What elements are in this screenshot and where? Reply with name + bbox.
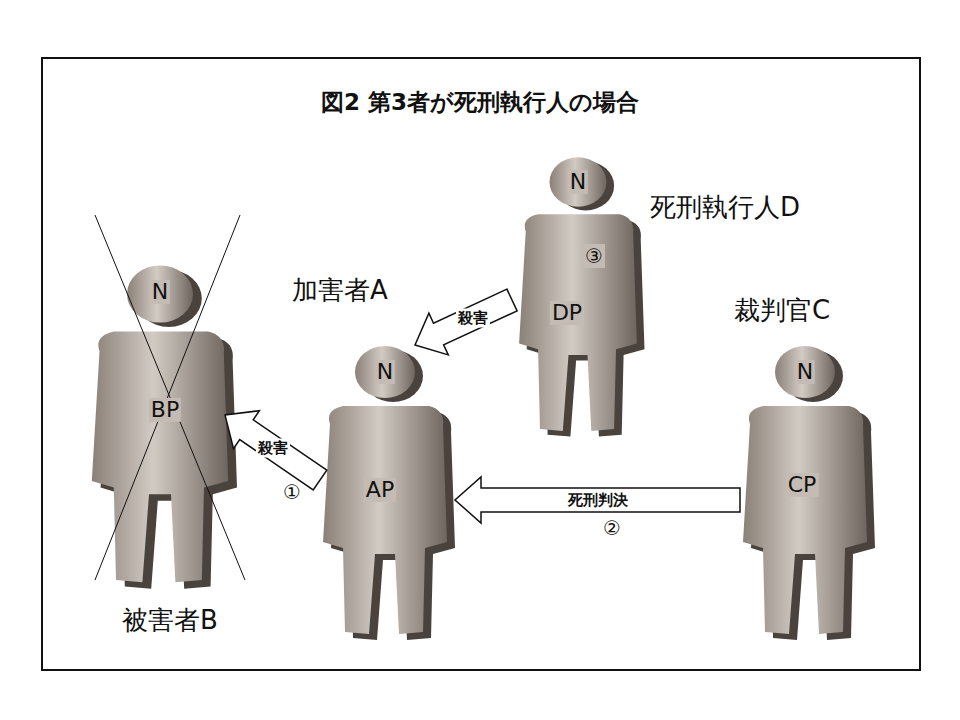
head-label: N: [150, 280, 170, 304]
block-arrow: [455, 477, 740, 523]
person-name: 被害者B: [122, 606, 218, 635]
person-figure: 被害者BNBP: [95, 265, 225, 585]
body-label: CP: [786, 473, 819, 497]
callout-number: ②: [603, 516, 621, 540]
person-figure: 裁判官CNCP: [740, 345, 870, 635]
person-figure: 加害者ANAP: [320, 345, 455, 635]
body-label: BP: [149, 398, 181, 422]
person-figure: 死刑執行人DNDP: [512, 155, 644, 435]
person-name: 死刑執行人D: [650, 193, 800, 222]
block-arrow: [225, 411, 327, 490]
callout-number: ③: [583, 244, 605, 268]
arrow-label: 殺害: [256, 438, 290, 457]
arrow-label: 殺害: [456, 309, 490, 328]
head-label: N: [795, 360, 815, 384]
person-name: 加害者A: [292, 276, 388, 305]
diagram-title: 図2 第3者が死刑執行人の場合: [321, 87, 639, 118]
person-name: 裁判官C: [734, 296, 830, 325]
head-label: N: [375, 360, 395, 384]
callout-number: ①: [283, 480, 301, 504]
head-label: N: [568, 170, 588, 194]
body-label: DP: [550, 301, 584, 325]
arrow-label: 死刑判決: [566, 491, 630, 510]
body-label: AP: [364, 478, 396, 502]
block-arrow: [415, 289, 517, 355]
